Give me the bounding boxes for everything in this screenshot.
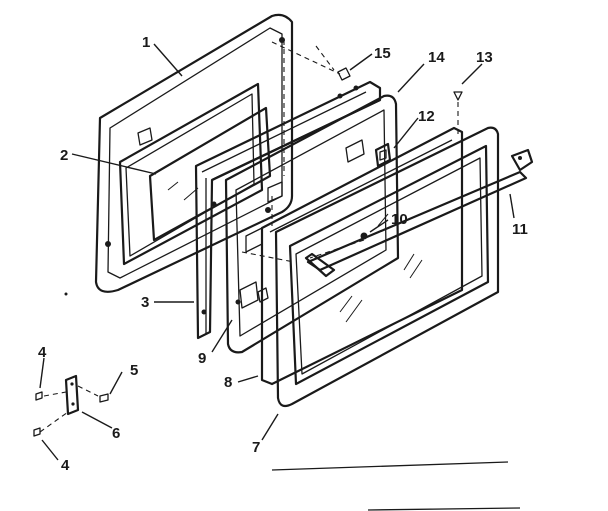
part-8-outer-glass <box>260 126 464 386</box>
callout-14: 14 <box>428 49 445 66</box>
callout-1: 1 <box>142 34 150 51</box>
callout-11: 11 <box>512 221 528 238</box>
part-14-inner-panel <box>224 94 400 354</box>
callout-15: 15 <box>374 45 391 62</box>
callout-12: 12 <box>418 108 435 125</box>
callout-5: 5 <box>130 362 138 379</box>
part-6-hinge <box>64 374 80 416</box>
callout-10: 10 <box>391 211 408 228</box>
assembly-guides <box>39 40 459 433</box>
callout-labels: 1 2 3 4 4 5 6 7 8 9 10 11 12 13 14 15 <box>38 34 528 474</box>
callout-7: 7 <box>252 439 260 456</box>
callout-9: 9 <box>198 350 206 367</box>
part-13-screw <box>453 91 463 101</box>
callout-13: 13 <box>476 49 493 66</box>
part-11-handle <box>304 148 534 278</box>
callout-8: 8 <box>224 374 232 391</box>
part-2-inner-glass <box>148 106 272 242</box>
part-9-screw <box>235 287 269 305</box>
part-5-hinge-pin <box>99 393 109 403</box>
footer-rules <box>64 292 521 511</box>
part-4-screws <box>33 391 43 437</box>
part-12-bracket <box>374 142 392 168</box>
leader-lines <box>39 43 515 461</box>
callout-6: 6 <box>112 425 120 442</box>
callout-4-bottom: 4 <box>61 457 70 474</box>
callout-3: 3 <box>141 294 149 311</box>
callout-4-top: 4 <box>38 344 47 361</box>
part-10-screw <box>360 232 368 240</box>
part-7-outer-door <box>274 126 500 408</box>
part-15-screw <box>337 67 351 81</box>
callout-2: 2 <box>60 147 68 164</box>
part-1-door-liner <box>94 13 294 293</box>
